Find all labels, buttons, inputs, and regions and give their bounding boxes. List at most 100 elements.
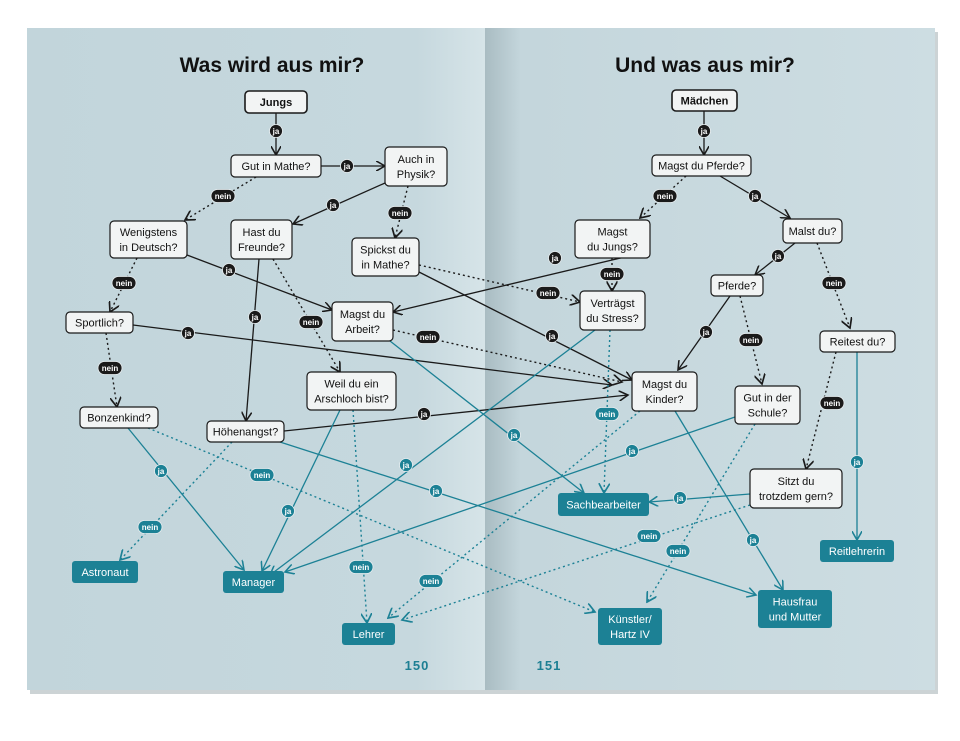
edge-label-text: nein — [826, 279, 843, 288]
edge-label-ja: ja — [697, 124, 711, 138]
edge-label-text: ja — [272, 127, 280, 136]
edge-label-badge — [137, 520, 163, 534]
node-text: Malst du? — [789, 226, 837, 238]
edge-label-text: ja — [751, 192, 759, 201]
edge-label-badge — [417, 407, 431, 421]
edge-label-ja: ja — [340, 159, 354, 173]
edge-label-badge — [222, 263, 236, 277]
edge-label-text: ja — [676, 494, 684, 503]
edge-label-ja: ja — [399, 458, 413, 472]
node-text: Magst du Pferde? — [658, 161, 745, 173]
edge-label-text: nein — [102, 364, 119, 373]
edge-label-badge — [652, 189, 678, 203]
edge-label-badge — [665, 544, 691, 558]
edge-label-ja: ja — [222, 263, 236, 277]
edge-label-nein: nein — [535, 286, 561, 300]
edge-label-ja: ja — [281, 504, 295, 518]
node-box — [306, 371, 397, 411]
node-box — [710, 274, 764, 297]
node-box — [351, 237, 420, 277]
edge-label-text: nein — [423, 577, 440, 586]
edge-label-badge — [326, 198, 340, 212]
outcome-lehrer: Lehrer — [342, 623, 395, 645]
question-bonzenkind: Bonzenkind? — [79, 406, 159, 429]
edge-label-badge — [181, 326, 195, 340]
edge-label-badge — [697, 124, 711, 138]
node-text: Höhenangst? — [213, 427, 278, 439]
edge-label-ja: ja — [269, 124, 283, 138]
edge-label-ja: ja — [429, 484, 443, 498]
edge-label-nein: nein — [418, 574, 444, 588]
node-text: Weil du ein — [324, 379, 378, 391]
edge-label-text: ja — [284, 507, 292, 516]
node-text: Manager — [232, 577, 276, 589]
edge-label-badge — [738, 333, 764, 347]
edge-label-ja: ja — [548, 251, 562, 265]
outcome-kuenstler: Künstler/Hartz IV — [598, 608, 662, 645]
edge-label-text: nein — [604, 270, 621, 279]
node-box — [820, 540, 894, 562]
edge-label-badge — [210, 189, 236, 203]
edge-label-ja: ja — [673, 491, 687, 505]
edge-label-nein: nein — [636, 529, 662, 543]
edge-label-text: nein — [116, 279, 133, 288]
node-text: Magst du — [642, 379, 687, 391]
question-hoehenangst: Höhenangst? — [206, 420, 285, 443]
node-box — [223, 571, 284, 593]
node-box — [651, 154, 752, 177]
question-gut-mathe: Gut in Mathe? — [230, 154, 322, 178]
node-text: Bonzenkind? — [87, 413, 151, 425]
edge-label-badge — [625, 444, 639, 458]
edge-label-nein: nein — [594, 407, 620, 421]
edge-label-text: nein — [142, 523, 159, 532]
flow-arrow-ja — [270, 329, 596, 575]
edge-label-badge — [548, 251, 562, 265]
edge-label-nein: nein — [665, 544, 691, 558]
outcome-astronaut: Astronaut — [72, 561, 138, 583]
edge-label-ja: ja — [507, 428, 521, 442]
edge-label-ja: ja — [248, 310, 262, 324]
node-text: Jungs — [260, 97, 292, 109]
flow-arrow-ja — [186, 254, 332, 310]
node-box — [109, 220, 188, 259]
edge-label-ja: ja — [625, 444, 639, 458]
node-box — [749, 468, 843, 509]
flow-arrow-nein — [402, 504, 751, 620]
node-box — [782, 218, 843, 244]
edge-label-badge — [340, 159, 354, 173]
node-box — [574, 219, 651, 259]
node-box — [384, 146, 448, 187]
node-text: Sitzt du — [778, 476, 815, 488]
left-page-number: 150 — [405, 658, 430, 673]
outcome-sachbearbeiter: Sachbearbeiter — [558, 493, 649, 516]
node-text: Sachbearbeiter — [566, 500, 641, 512]
edge-label-ja: ja — [746, 533, 760, 547]
outcome-reitlehrerin: Reitlehrerin — [820, 540, 894, 562]
edge-label-nein: nein — [137, 520, 163, 534]
edge-label-text: ja — [157, 467, 165, 476]
node-text: Arschloch bist? — [314, 394, 389, 406]
node-box — [230, 154, 322, 178]
flow-arrow-ja — [674, 410, 783, 590]
edge-label-nein: nein — [819, 396, 845, 410]
node-box — [230, 219, 293, 260]
flow-arrow-ja — [393, 250, 651, 312]
edge-label-nein: nein — [738, 333, 764, 347]
node-text: Pferde? — [718, 281, 757, 293]
edge-label-badge — [594, 407, 620, 421]
node-text: Sportlich? — [75, 318, 124, 330]
edge-label-text: ja — [551, 254, 559, 263]
edge-label-text: ja — [700, 127, 708, 136]
flow-arrow-ja — [132, 324, 612, 385]
edge-label-badge — [418, 574, 444, 588]
flow-arrow-ja — [389, 340, 584, 493]
node-text: und Mutter — [769, 612, 822, 624]
